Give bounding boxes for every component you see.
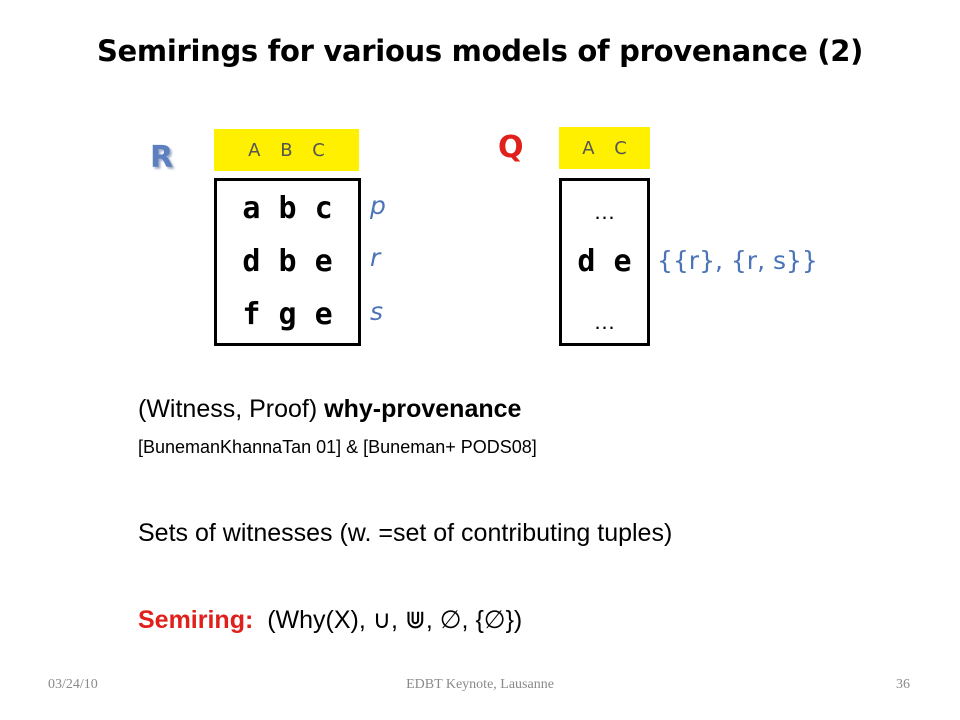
relation-q-table: … d e … — [559, 178, 650, 346]
footer-event: EDBT Keynote, Lausanne — [406, 677, 554, 692]
witness-proof-line: (Witness, Proof) why-provenance — [138, 395, 521, 424]
table-row: … — [593, 199, 616, 224]
tuple-annotation: s — [370, 297, 384, 326]
relation-r-header: A B C — [214, 129, 359, 171]
result-annotation: {{r}, {r, s}} — [657, 246, 818, 275]
tuple-annotation: p — [370, 191, 386, 220]
tuple-annotation: r — [370, 243, 381, 272]
relation-r-label: R — [150, 140, 174, 175]
citation-line: [BunemanKhannaTan 01] & [Buneman+ PODS08… — [138, 437, 537, 457]
semiring-label: Semiring: — [138, 606, 254, 634]
relation-r-table: a b c d b e f g e — [214, 178, 361, 346]
semiring-definition: (Why(X), ∪, ⋓, ∅, {∅}) — [267, 606, 523, 634]
page-number: 36 — [896, 677, 910, 692]
why-provenance-term: why-provenance — [324, 395, 522, 423]
footer-date: 03/24/10 — [48, 677, 98, 692]
relation-q-header: A C — [559, 127, 650, 169]
table-row: a b c — [242, 191, 333, 226]
witness-proof-text: (Witness, Proof) — [138, 395, 325, 423]
table-row: d e — [577, 244, 632, 279]
witness-sets-line: Sets of witnesses (w. =set of contributi… — [138, 519, 673, 547]
table-row: f g e — [242, 297, 333, 332]
slide-title: Semirings for various models of provenan… — [96, 34, 864, 68]
table-row: d b e — [242, 244, 333, 279]
relation-q-label: Q — [498, 130, 524, 165]
table-row: … — [593, 309, 616, 334]
semiring-line: Semiring: (Why(X), ∪, ⋓, ∅, {∅}) — [138, 605, 522, 635]
